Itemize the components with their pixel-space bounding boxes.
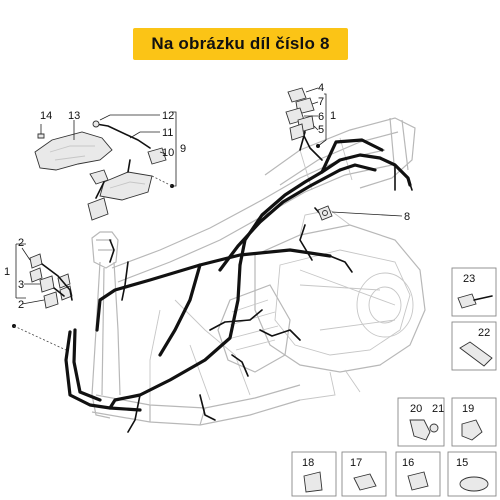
detail-box-16: 16 <box>395 451 441 497</box>
svg-text:16: 16 <box>402 457 414 469</box>
detail-box-15: 15 <box>447 451 497 497</box>
callout-4: 4 <box>318 82 324 94</box>
callout-3: 3 <box>18 279 24 291</box>
dashboard-parts-group <box>34 120 167 221</box>
svg-text:23: 23 <box>463 273 475 285</box>
callout-10: 10 <box>162 147 174 159</box>
detail-box-18: 18 <box>291 451 337 497</box>
callout-5: 5 <box>318 124 324 136</box>
part-number-banner: Na obrázku díl číslo 8 <box>133 28 348 60</box>
svg-text:15: 15 <box>456 457 468 469</box>
svg-text:22: 22 <box>478 327 490 339</box>
callout-12: 12 <box>162 110 174 122</box>
scooter-frame <box>91 117 416 426</box>
callout-leaders <box>12 87 403 351</box>
callout-1-right: 1 <box>330 110 336 122</box>
svg-text:19: 19 <box>462 403 474 415</box>
detail-box-20: 20 <box>397 397 445 447</box>
detail-box-17: 17 <box>341 451 387 497</box>
clip-part-8 <box>317 205 333 221</box>
detail-box-21: 21 <box>429 403 444 433</box>
svg-text:20: 20 <box>410 403 422 415</box>
top-connector-stack <box>285 87 323 161</box>
svg-text:18: 18 <box>302 457 314 469</box>
callout-numbers: 14 13 12 11 10 9 2 1 3 2 4 7 6 1 5 8 <box>4 82 410 311</box>
engine-assembly <box>217 209 426 401</box>
detail-box-22: 22 <box>451 321 497 371</box>
callout-6: 6 <box>318 111 324 123</box>
main-wiring-harness <box>64 138 412 412</box>
detail-box-23: 23 <box>451 267 497 317</box>
callout-8: 8 <box>404 211 410 223</box>
callout-1-left: 1 <box>4 266 10 278</box>
callout-7: 7 <box>318 96 324 108</box>
callout-2-top: 2 <box>18 237 24 249</box>
callout-9: 9 <box>180 143 186 155</box>
left-connector-group <box>29 253 73 309</box>
callout-11: 11 <box>162 127 173 139</box>
callout-14: 14 <box>40 110 52 122</box>
svg-text:17: 17 <box>350 457 362 469</box>
callout-13: 13 <box>68 110 80 122</box>
banner-title: Na obrázku díl číslo 8 <box>151 34 330 53</box>
detail-box-19: 19 <box>451 397 497 447</box>
svg-text:21: 21 <box>432 403 444 415</box>
callout-2-bottom: 2 <box>18 299 24 311</box>
